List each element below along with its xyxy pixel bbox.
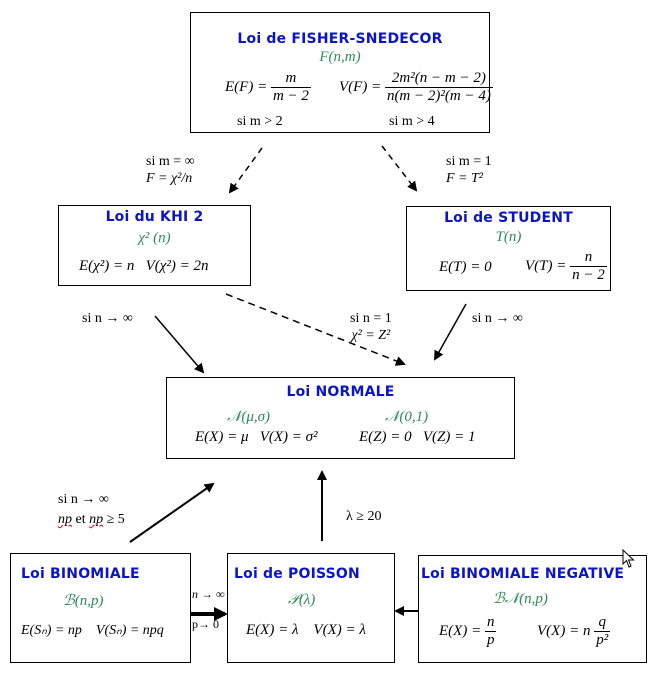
neg-mean-den: p — [486, 632, 495, 648]
label-line: si m = ∞ — [146, 154, 195, 169]
label-fisher-to-khi2: si m = ∞ F = χ²/n — [146, 153, 195, 187]
neg-var-den: p² — [596, 632, 609, 648]
normale-title: Loi NORMALE — [286, 384, 395, 400]
label-binomiale-to-poisson: n → ∞ p→ 0 — [192, 588, 225, 630]
binomiale-box: Loi BINOMIALE ℬ(n,p) E(Sₙ) = np V(Sₙ) = … — [10, 553, 191, 663]
label-line: p→ 0 — [192, 617, 219, 631]
label-part: np — [89, 512, 104, 527]
khi2-box: Loi du KHI 2 χ² (n) E(χ²) = n V(χ²) = 2n — [58, 205, 251, 286]
arrow-binomiale-to-normale — [129, 482, 215, 543]
label-line: F = T² — [446, 171, 483, 186]
arrow-khi2-to-normale — [154, 315, 205, 374]
label-binomiale-to-normale: si n → ∞ np et np ≥ 5 — [58, 490, 125, 530]
normale-formula-standard: E(Z) = 0 V(Z) = 1 — [359, 429, 476, 445]
label-fisher-to-student: si m = 1 F = T² — [446, 153, 492, 187]
poisson-title: Loi de POISSON — [234, 566, 360, 582]
neg-var-num: q — [594, 614, 611, 632]
label-poisson-to-normale: λ ≥ 20 — [346, 509, 382, 524]
poisson-notation: 𝒫(λ) — [288, 592, 316, 608]
student-var-lhs: V(T) = — [525, 257, 567, 274]
arrow-student-to-normale — [434, 303, 467, 361]
neg-var-lhs: V(X) = n — [537, 622, 591, 639]
label-khi2-to-normale: si n → ∞ — [82, 311, 133, 326]
label-line: si m = 1 — [446, 154, 492, 169]
student-title: Loi de STUDENT — [444, 210, 573, 226]
label-part: et — [72, 512, 90, 527]
label-student-to-normale: si n → ∞ — [472, 311, 523, 326]
label-khi2-student-to-normale: si n = 1 χ² = Z² — [350, 310, 392, 344]
label-part: ≥ 5 — [103, 512, 125, 527]
binomiale-notation: ℬ(n,p) — [63, 593, 104, 609]
binomiale-formula: E(Sₙ) = np V(Sₙ) = npq — [21, 623, 164, 638]
fisher-title: Loi de FISHER-SNEDECOR — [237, 31, 443, 47]
label-line: F = χ²/n — [146, 171, 193, 186]
khi2-title: Loi du KHI 2 — [105, 209, 204, 225]
label-part: np — [58, 512, 72, 527]
fisher-variance: V(F) = 2m²(n − m − 2)n(m − 2)²(m − 4) — [339, 70, 493, 105]
fisher-var-condition: si m > 4 — [389, 114, 435, 129]
normale-formula-general: E(X) = μ V(X) = σ² — [195, 429, 318, 445]
fisher-var-den: n(m − 2)²(m − 4) — [386, 88, 491, 104]
arrow-fisher-to-student — [381, 145, 418, 192]
fisher-var-lhs: V(F) = — [339, 78, 382, 95]
fisher-mean-num: m — [270, 70, 311, 88]
neg-mean-num: n — [484, 614, 497, 632]
khi2-formula: E(χ²) = n V(χ²) = 2n — [79, 258, 209, 274]
label-line: χ² = Z² — [351, 328, 391, 343]
fisher-var-num: 2m²(n − m − 2) — [384, 70, 493, 88]
arrow-fisher-to-khi2 — [228, 147, 263, 194]
student-mean: E(T) = 0 — [439, 259, 492, 275]
binomiale-title: Loi BINOMIALE — [21, 566, 140, 582]
normale-box: Loi NORMALE 𝒩(μ,σ) 𝒩(0,1) E(X) = μ V(X) … — [166, 377, 515, 459]
khi2-notation: χ² (n) — [138, 230, 171, 246]
student-var-num: n — [570, 249, 607, 267]
fisher-mean-lhs: E(F) = — [225, 78, 268, 95]
label-line: si n → ∞ — [58, 492, 109, 507]
label-line: n → ∞ — [192, 587, 225, 601]
label-line: np et np ≥ 5 — [58, 510, 125, 530]
fisher-notation: F(n,m) — [319, 49, 361, 65]
student-var-den: n − 2 — [572, 267, 605, 283]
binomiale-negative-notation: ℬ𝒩(n,p) — [493, 591, 548, 607]
binomiale-negative-title: Loi BINOMIALE NEGATIVE — [421, 566, 625, 582]
student-notation: T(n) — [495, 229, 522, 245]
normale-notation-general: 𝒩(μ,σ) — [227, 409, 271, 425]
mouse-pointer-icon — [622, 549, 635, 568]
normale-notation-standard: 𝒩(0,1) — [385, 409, 429, 425]
fisher-mean-condition: si m > 2 — [237, 114, 283, 129]
neg-mean-lhs: E(X) = — [439, 622, 482, 639]
label-line: si n = 1 — [350, 311, 392, 326]
poisson-box: Loi de POISSON 𝒫(λ) E(X) = λ V(X) = λ — [227, 553, 395, 663]
fisher-mean-den: m − 2 — [272, 88, 309, 104]
poisson-formula: E(X) = λ V(X) = λ — [246, 622, 366, 638]
